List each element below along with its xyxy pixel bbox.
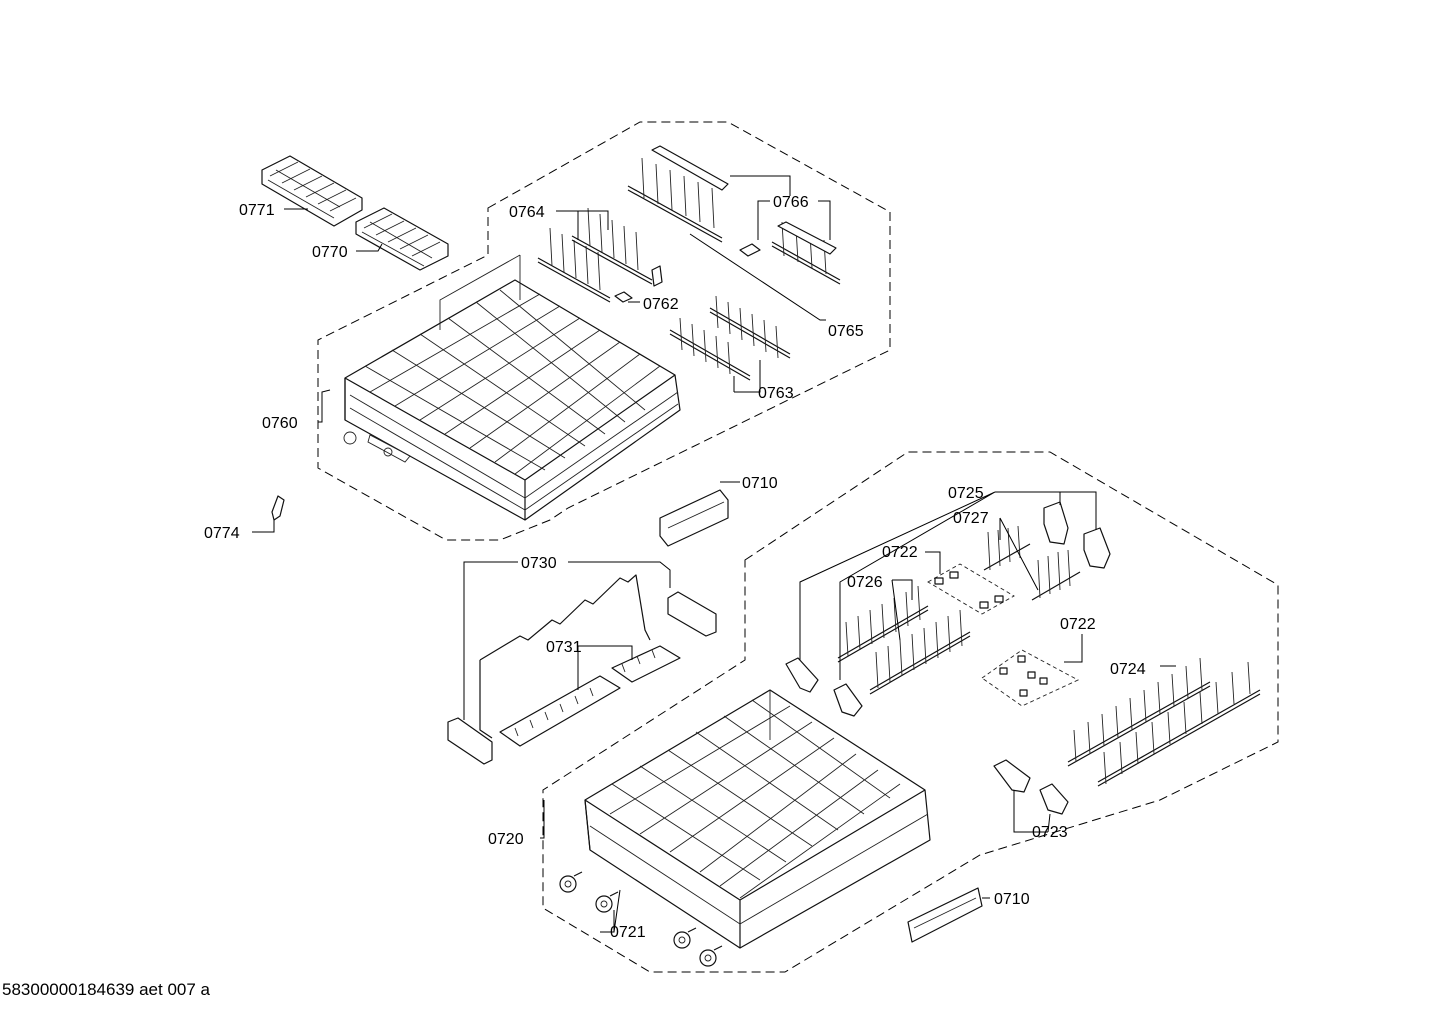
label-0770: 0770 bbox=[312, 244, 348, 261]
label-0731: 0731 bbox=[546, 639, 582, 656]
label-0727: 0727 bbox=[953, 510, 989, 527]
clip-0762 bbox=[614, 265, 663, 303]
label-0722-b: 0722 bbox=[1060, 616, 1096, 633]
rack-0766-0765 bbox=[627, 145, 841, 285]
label-0760: 0760 bbox=[262, 415, 298, 432]
label-0725: 0725 bbox=[948, 485, 984, 502]
label-0710-lower: 0710 bbox=[994, 891, 1030, 908]
label-0765: 0765 bbox=[828, 323, 864, 340]
cutlery-tray-0771 bbox=[261, 155, 363, 227]
clips-0722-b bbox=[981, 649, 1080, 707]
group-outlines bbox=[317, 121, 1279, 973]
label-0724: 0724 bbox=[1110, 661, 1146, 678]
handle-0710-lower bbox=[907, 887, 983, 943]
lower-basket-group-outline bbox=[542, 451, 1279, 973]
wheels-0721 bbox=[559, 871, 723, 967]
rack-0764 bbox=[537, 207, 653, 303]
clips-0722-a bbox=[927, 563, 1015, 615]
rack-0727 bbox=[983, 525, 1081, 601]
label-0723: 0723 bbox=[1032, 824, 1068, 841]
label-0720: 0720 bbox=[488, 831, 524, 848]
label-0730: 0730 bbox=[521, 555, 557, 572]
label-0710-upper: 0710 bbox=[742, 475, 778, 492]
label-0722-a: 0722 bbox=[882, 544, 918, 561]
label-0721: 0721 bbox=[610, 924, 646, 941]
clips-0723 bbox=[993, 759, 1069, 815]
label-0774: 0774 bbox=[204, 525, 240, 542]
rack-0763 bbox=[669, 295, 791, 381]
label-0771: 0771 bbox=[239, 202, 275, 219]
upper-basket-0760 bbox=[343, 254, 681, 521]
leader-lines bbox=[252, 175, 1176, 933]
drawing-reference-number: 58300000184639 aet 007 a bbox=[2, 980, 210, 999]
clip-0774 bbox=[271, 495, 285, 521]
label-0766: 0766 bbox=[773, 194, 809, 211]
upper-basket-group-outline bbox=[317, 121, 891, 541]
part-labels: 0771 0770 0764 0766 0762 0765 0763 0760 … bbox=[204, 194, 1146, 941]
racks-0726 bbox=[785, 585, 971, 717]
racks-0724 bbox=[1067, 657, 1261, 787]
label-0762: 0762 bbox=[643, 296, 679, 313]
label-0764: 0764 bbox=[509, 204, 545, 221]
lower-basket-0720 bbox=[584, 689, 931, 949]
clips-0725 bbox=[1043, 501, 1111, 569]
label-0726: 0726 bbox=[847, 574, 883, 591]
cutlery-tray-0770 bbox=[355, 207, 449, 271]
label-0763: 0763 bbox=[758, 385, 794, 402]
rail-0730 bbox=[447, 574, 717, 765]
handle-0710-upper bbox=[659, 489, 729, 547]
tray-0731 bbox=[499, 645, 681, 747]
